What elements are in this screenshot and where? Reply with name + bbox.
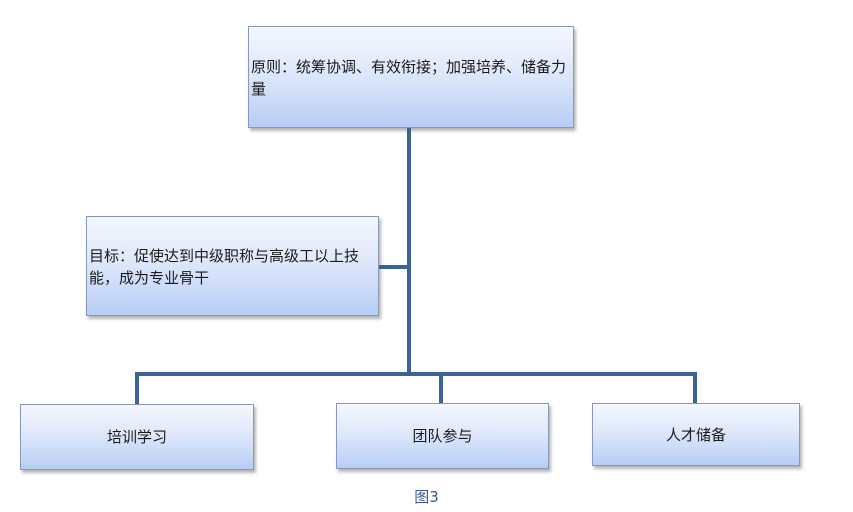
goal-box: 目标：促使达到中级职称与高级工以上技能，成为专业骨干 (86, 216, 379, 316)
talent-box: 人才储备 (592, 403, 800, 466)
team-box: 团队参与 (336, 403, 549, 469)
principle-box: 原则：统筹协调、有效衔接；加强培养、储备力量 (248, 26, 574, 128)
talent-text: 人才储备 (665, 425, 726, 444)
training-box: 培训学习 (20, 404, 254, 470)
figure-caption: 图3 (414, 488, 439, 506)
team-text: 团队参与 (412, 427, 473, 445)
training-text: 培训学习 (106, 428, 167, 446)
principle-text: 原则：统筹协调、有效衔接；加强培养、储备力量 (251, 58, 567, 98)
goal-text: 目标：促使达到中级职称与高级工以上技能，成为专业骨干 (89, 247, 360, 287)
